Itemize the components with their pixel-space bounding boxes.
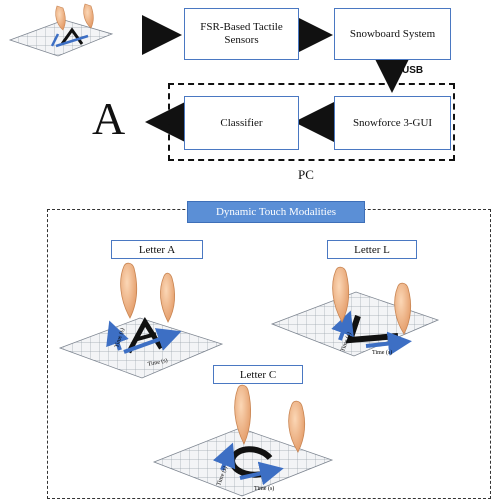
pc-label: PC xyxy=(298,167,314,182)
letter-a-box: Letter A xyxy=(111,240,203,259)
flow-arrows xyxy=(142,15,412,142)
letter-a-fingers xyxy=(120,262,176,323)
fsr-sensors-label: FSR-Based Tactile Sensors xyxy=(200,21,283,46)
classifier-label: Classifier xyxy=(220,116,263,129)
letter-l-box: Letter L xyxy=(327,240,417,259)
letter-a-time-axis-x: Time (s) xyxy=(147,357,168,368)
snowforce-gui-box: Snowforce 3-GUI xyxy=(334,96,451,150)
output-letter: A xyxy=(92,93,126,144)
letter-c-touch-grid: Time (s) Time (s) xyxy=(152,427,334,497)
letter-c-fingers xyxy=(234,384,306,453)
modalities-title: Dynamic Touch Modalities xyxy=(187,201,365,223)
fsr-sensors-box: FSR-Based Tactile Sensors xyxy=(184,8,299,60)
usb-label: USB xyxy=(402,65,424,76)
pc-dashed-frame xyxy=(168,83,455,161)
letter-l-fingers xyxy=(332,266,412,335)
letter-c-time-axis-x: Time (s) xyxy=(254,485,274,492)
letter-l-time-axis-x: Time (s) xyxy=(372,349,392,356)
snowforce-gui-label: Snowforce 3-GUI xyxy=(352,116,433,129)
letter-c-box: Letter C xyxy=(213,365,303,384)
letter-c-label: Letter C xyxy=(239,368,277,381)
classifier-box: Classifier xyxy=(184,96,299,150)
snowboard-system-box: Snowboard System xyxy=(334,8,451,60)
letter-a-label: Letter A xyxy=(138,243,176,256)
letter-l-label: Letter L xyxy=(354,243,390,256)
thumbnail-touch-grid xyxy=(8,19,114,57)
snowboard-system-label: Snowboard System xyxy=(349,27,436,40)
letter-a-touch-grid: Time (s) Time (s) xyxy=(58,317,224,379)
thumbnail-fingers xyxy=(55,3,94,31)
